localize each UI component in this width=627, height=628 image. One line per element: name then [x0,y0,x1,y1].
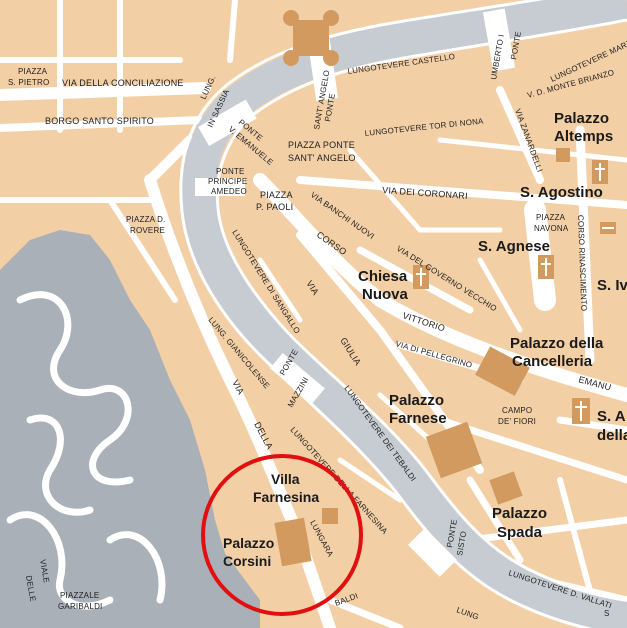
label-corso-rinascimento: CORSO RINASCIMENTO [576,215,588,312]
church-crosses [413,160,616,424]
label-piazza-p-paoli-2: P. PAOLI [256,202,293,212]
poi-palazzo-cancelleria-1: Palazzo della [510,335,604,352]
poi-villa-farnesina-1: Villa [271,471,300,487]
label-via-conciliazione: VIA DELLA CONCILIAZIONE [62,78,184,88]
label-ponte-sisto-2: SISTO [455,530,468,556]
landmark-labels: Palazzo Altemps S. Agostino S. Agnese S.… [223,110,627,569]
castel-sant-angelo [283,10,339,66]
river-bank-north [179,0,593,628]
palazzo-spada-building [489,471,523,505]
palazzo-altemps-building [556,148,570,162]
poi-palazzo-farnese-1: Palazzo [389,392,444,409]
poi-palazzo-corsini-2: Corsini [223,553,271,569]
label-piazzale-garibaldi-2: GARIBALDI [58,602,102,611]
highlight-circle [201,454,363,616]
label-borgo-s-spirito: BORGO SANTO SPIRITO [45,116,154,126]
palazzo-corsini-building [274,517,312,567]
label-ponte-principe-2: PRINCIPE [208,177,247,186]
poi-s-andrea-1: S. A [597,408,626,425]
coronari-cross-icon [600,222,616,234]
chiesa-nuova-cross-icon [413,265,429,289]
label-ponte-principe-3: AMEDEO [211,187,247,196]
s-andrea-cross-icon [572,398,590,424]
poi-s-iv: S. Iv [597,277,627,294]
poi-palazzo-spada-1: Palazzo [492,505,547,522]
park-lower [150,520,260,628]
poi-s-andrea-2: della [597,427,627,444]
poi-palazzo-altemps-1: Palazzo [554,110,609,127]
poi-chiesa-nuova-2: Nuova [362,286,409,303]
ponte-principe-amedeo [195,178,245,196]
label-piazza-p-paoli-1: PIAZZA [260,190,293,200]
label-piazza-s-pietro-1: PIAZZA [18,67,48,76]
poi-palazzo-altemps-2: Altemps [554,128,613,145]
poi-s-agostino: S. Agostino [520,184,603,201]
label-viale-delle-1: VIALE [38,559,51,584]
label-piazzale-garibaldi-1: PIAZZALE [60,591,99,600]
label-piazza-navona-2: NAVONA [534,224,569,233]
label-piazza-rovere-2: ROVERE [130,226,165,235]
villa-farnesina-building [322,508,338,524]
s-agnese-cross-icon [538,255,554,279]
s-agostino-cross-icon [592,160,608,184]
label-campo-de-fiori-1: CAMPO [502,406,532,415]
ponte-v-emanuele [198,99,257,147]
label-piazza-s-pietro-2: S. PIETRO [8,78,49,87]
label-piazza-ponte-s-angelo-1: PIAZZA PONTE [288,140,355,150]
poi-villa-farnesina-2: Farnesina [253,489,319,505]
label-campo-de-fiori-2: DE' FIORI [498,417,536,426]
palazzo-cancelleria-building [475,346,530,396]
park-paths [6,291,166,610]
poi-s-agnese: S. Agnese [478,238,550,255]
river-bank-south [215,18,627,602]
palazzo-farnese-building [425,421,483,479]
label-piazza-ponte-s-angelo-2: SANT' ANGELO [288,153,356,163]
poi-palazzo-farnese-2: Farnese [389,410,447,427]
poi-palazzo-spada-2: Spada [497,524,543,541]
tiber-river [182,0,627,628]
ponte-mazzini [269,352,325,404]
label-s-bottom: S [604,609,610,618]
landmark-buildings [274,148,570,567]
label-piazza-navona-1: PIAZZA [536,213,566,222]
poi-palazzo-cancelleria-2: Cancelleria [512,353,593,370]
poi-palazzo-corsini-1: Palazzo [223,535,274,551]
label-ponte-principe-1: PONTE [216,167,245,176]
poi-chiesa-nuova-1: Chiesa [358,268,408,285]
ponte-umberto [482,8,516,72]
ponte-sisto [407,527,457,577]
label-piazza-rovere-1: PIAZZA D. [126,215,166,224]
